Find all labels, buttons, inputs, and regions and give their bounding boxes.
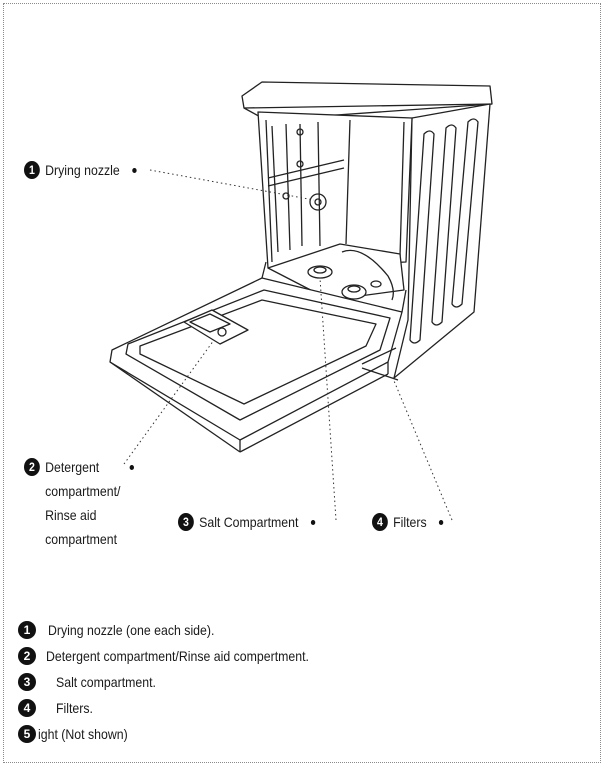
callout-dot-2 — [129, 465, 134, 470]
callout-detergent-compartment: 2 Detergent compartment/ Rinse aid compa… — [24, 455, 134, 551]
callout-drying-nozzle: 1 Drying nozzle — [24, 158, 137, 182]
drying-nozzle-part — [309, 193, 327, 211]
legend-item: 4 Filters. — [18, 695, 345, 721]
callout-label-2-line-3: Rinse aid — [45, 507, 97, 523]
legend-item: 1 Drying nozzle (one each side). — [18, 617, 345, 643]
callout-label-2-line-1: Detergent — [45, 459, 100, 475]
callout-number-3: 3 — [178, 513, 194, 531]
callout-label-2: Detergent compartment/ Rinse aid compart… — [45, 455, 120, 551]
callout-salt-compartment: 3 Salt Compartment — [178, 510, 316, 534]
callout-number-2: 2 — [24, 458, 40, 476]
callout-label-3: Salt Compartment — [199, 514, 299, 530]
legend-text-2: Detergent compartment/Rinse aid compertm… — [46, 648, 309, 664]
callout-label-4: Filters — [393, 514, 427, 530]
legend-text-3: Salt compartment. — [56, 674, 156, 690]
legend-number-3: 3 — [18, 673, 36, 691]
legend-item: 2 Detergent compartment/Rinse aid comper… — [18, 643, 345, 669]
callout-dot-1 — [132, 168, 137, 173]
leader-line-2 — [123, 339, 215, 465]
leader-line-1 — [149, 169, 315, 201]
callout-label-2-line-4: compartment — [45, 531, 118, 547]
callout-filters: 4 Filters — [372, 510, 444, 534]
legend-text-1: Drying nozzle (one each side). — [48, 622, 215, 638]
legend-number-4: 4 — [18, 699, 36, 717]
legend-number-5: 5 — [18, 725, 36, 743]
parts-legend: 1 Drying nozzle (one each side). 2 Deter… — [18, 617, 345, 747]
callout-dot-3 — [310, 520, 316, 525]
legend-item: 3 Salt compartment. — [18, 669, 345, 695]
callout-label-2-line-2: compartment/ — [45, 483, 121, 499]
leader-line-4 — [391, 375, 453, 521]
legend-text-4: Filters. — [56, 700, 93, 716]
legend-text-5: ight (Not shown) — [38, 726, 128, 742]
legend-item: 5 ight (Not shown) — [18, 721, 345, 747]
salt-cap-part — [307, 265, 333, 279]
callout-dot-4 — [438, 520, 444, 525]
callout-number-4: 4 — [372, 513, 388, 531]
dishwasher-side-panel — [393, 103, 491, 379]
legend-number-2: 2 — [18, 647, 36, 665]
legend-number-1: 1 — [18, 621, 36, 639]
callout-label-1: Drying nozzle — [45, 162, 120, 178]
tub-interior — [257, 111, 413, 269]
callout-number-1: 1 — [24, 161, 40, 179]
